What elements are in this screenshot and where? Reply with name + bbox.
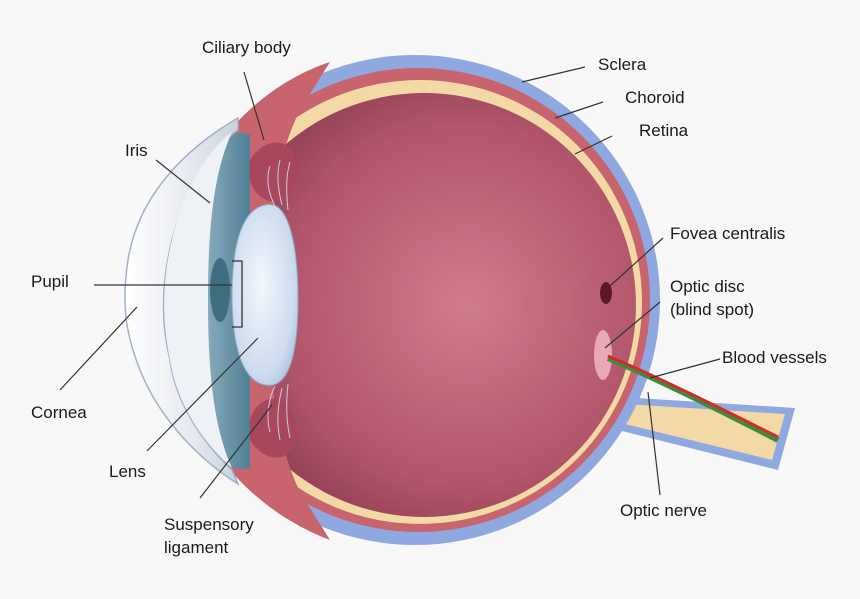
label-lens: Lens bbox=[109, 461, 146, 483]
label-retina: Retina bbox=[639, 120, 688, 142]
label-sclera: Sclera bbox=[598, 54, 646, 76]
leader-cornea bbox=[60, 307, 137, 390]
label-cornea: Cornea bbox=[31, 402, 87, 424]
pupil-shape bbox=[210, 258, 230, 322]
label-choroid: Choroid bbox=[625, 87, 685, 109]
label-optic-disc-line2: (blind spot) bbox=[670, 299, 754, 321]
label-suspensory-ligament-line2: ligament bbox=[164, 537, 228, 559]
label-blood-vessels: Blood vessels bbox=[722, 347, 827, 369]
label-optic-disc-line1: Optic disc bbox=[670, 276, 745, 298]
label-pupil: Pupil bbox=[31, 271, 69, 293]
label-optic-nerve: Optic nerve bbox=[620, 500, 707, 522]
label-iris: Iris bbox=[125, 140, 148, 162]
label-fovea-centralis: Fovea centralis bbox=[670, 223, 785, 245]
label-ciliary-body: Ciliary body bbox=[202, 37, 291, 59]
leader-sclera bbox=[522, 67, 585, 82]
leader-blood-vessels bbox=[650, 359, 720, 378]
label-suspensory-ligament-line1: Suspensory bbox=[164, 514, 254, 536]
